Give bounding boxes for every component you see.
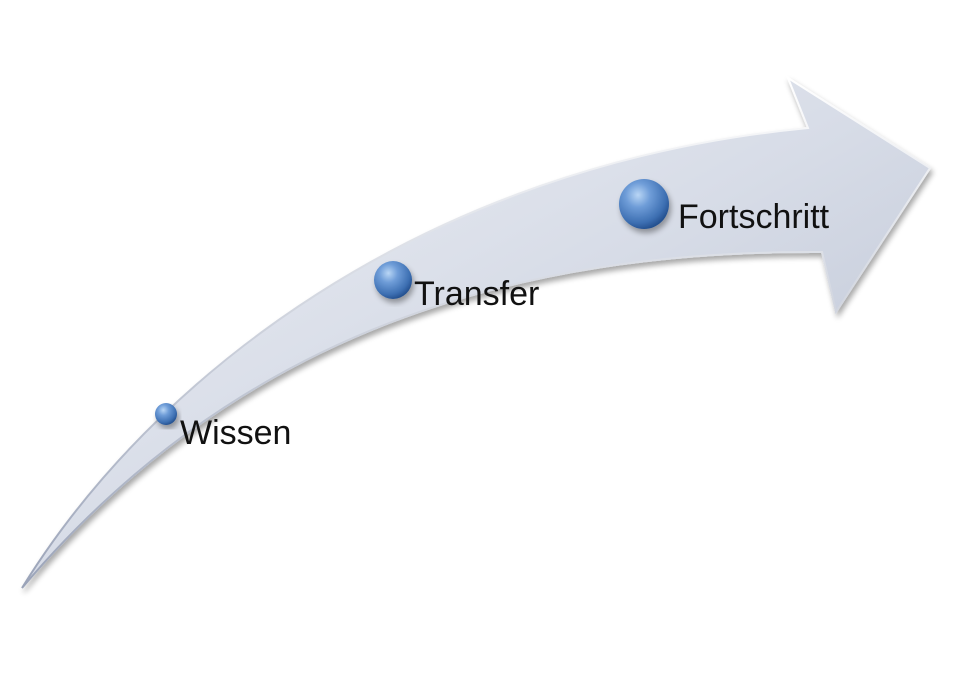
sphere-icon	[619, 179, 669, 229]
stage-wissen: Wissen	[155, 403, 291, 452]
sphere-icon	[374, 261, 412, 299]
stage-label-wissen: Wissen	[180, 414, 291, 452]
stage-transfer: Transfer	[374, 261, 539, 313]
stage-label-fortschritt: Fortschritt	[678, 198, 830, 236]
curved-arrow-shape	[21, 75, 932, 589]
sphere-icon	[155, 403, 177, 425]
stage-fortschritt: Fortschritt	[619, 179, 830, 236]
stage-label-transfer: Transfer	[414, 275, 539, 313]
